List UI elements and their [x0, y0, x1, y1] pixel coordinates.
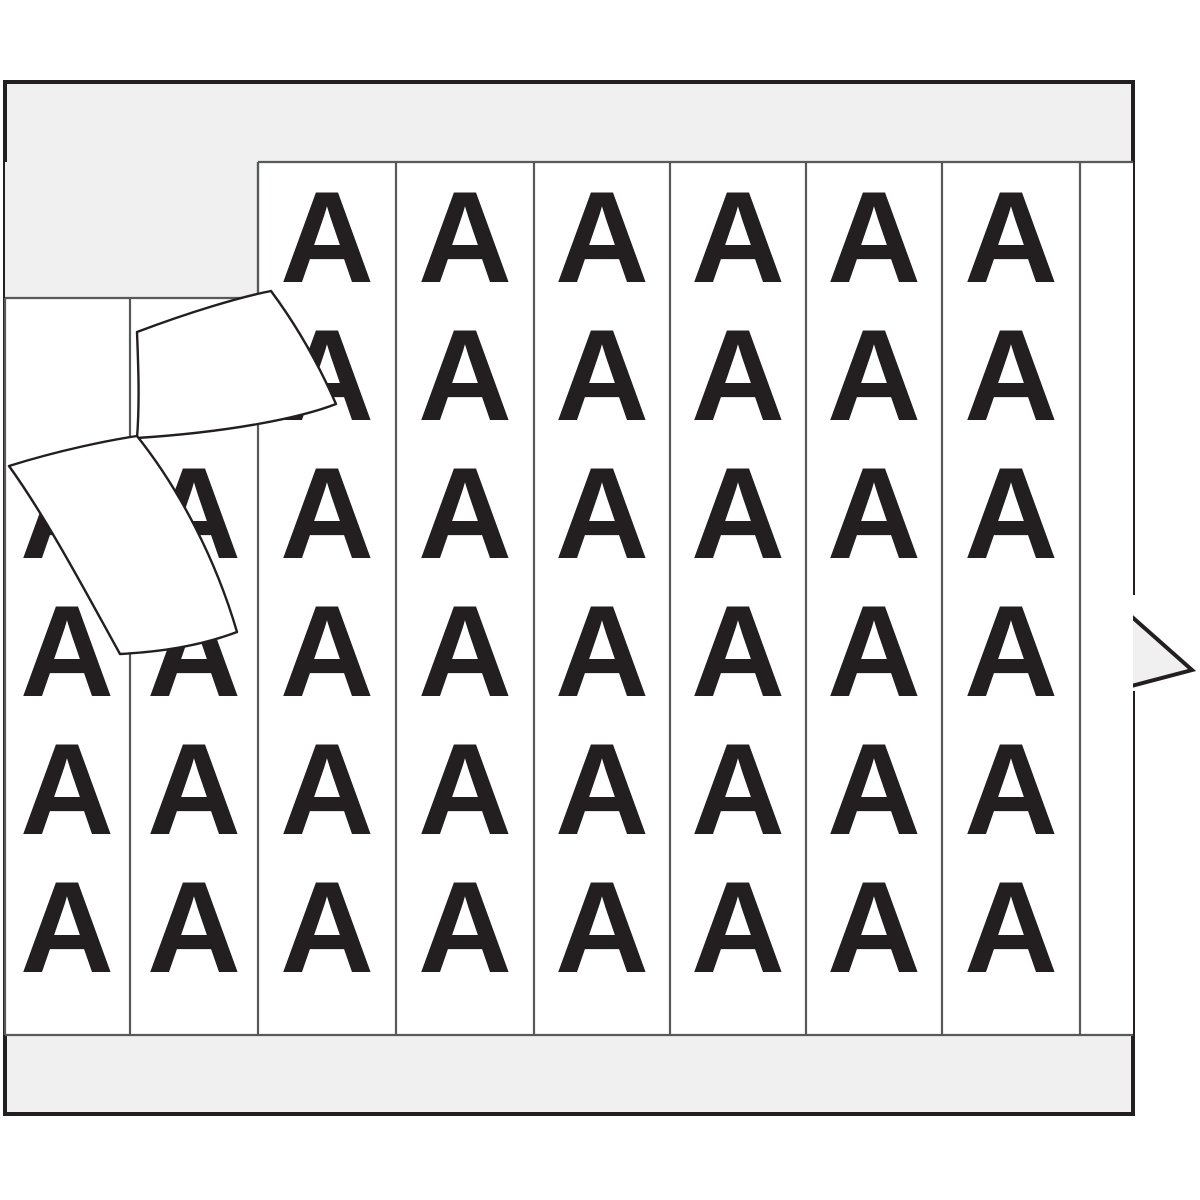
label-letter: A: [20, 716, 114, 862]
peeled-label-lower[interactable]: [7, 434, 239, 656]
label-letter: A: [827, 854, 921, 1000]
label-letter: A: [964, 578, 1058, 724]
label-letter: A: [147, 716, 241, 862]
label-letter: A: [691, 854, 785, 1000]
label-letter: A: [555, 578, 649, 724]
label-letter: A: [555, 854, 649, 1000]
label-letter: A: [827, 578, 921, 724]
backing-upper-left-cutout: [5, 162, 258, 298]
label-letter: A: [418, 716, 512, 862]
label-letter: A: [827, 164, 921, 310]
label-letter: A: [691, 440, 785, 586]
label-letter: A: [964, 716, 1058, 862]
label-letter: A: [827, 440, 921, 586]
label-letter: A: [20, 854, 114, 1000]
label-letter: A: [280, 716, 374, 862]
label-letter: A: [691, 164, 785, 310]
label-letter: A: [280, 164, 374, 310]
label-letter: A: [418, 302, 512, 448]
label-letter: A: [280, 578, 374, 724]
label-letter: A: [691, 716, 785, 862]
label-letter: A: [555, 440, 649, 586]
label-letter: A: [827, 302, 921, 448]
label-block-right-margin: [1080, 162, 1133, 1035]
label-letter: A: [555, 716, 649, 862]
label-letter: A: [964, 854, 1058, 1000]
label-letter: A: [418, 164, 512, 310]
peeled-labels: [7, 289, 338, 656]
label-letter: A: [964, 440, 1058, 586]
label-letter: A: [418, 440, 512, 586]
label-letter: A: [691, 302, 785, 448]
label-letter: A: [280, 440, 374, 586]
label-letter: A: [555, 302, 649, 448]
label-letter: A: [964, 164, 1058, 310]
label-letter: A: [964, 302, 1058, 448]
column-dividers: [3, 162, 1082, 1035]
label-letter: A: [418, 854, 512, 1000]
label-letter: A: [418, 578, 512, 724]
peeled-label-upper[interactable]: [135, 289, 338, 440]
label-letter: A: [827, 716, 921, 862]
label-letter: A: [280, 854, 374, 1000]
label-letter: A: [147, 854, 241, 1000]
label-letter: A: [691, 578, 785, 724]
label-letter: A: [555, 164, 649, 310]
